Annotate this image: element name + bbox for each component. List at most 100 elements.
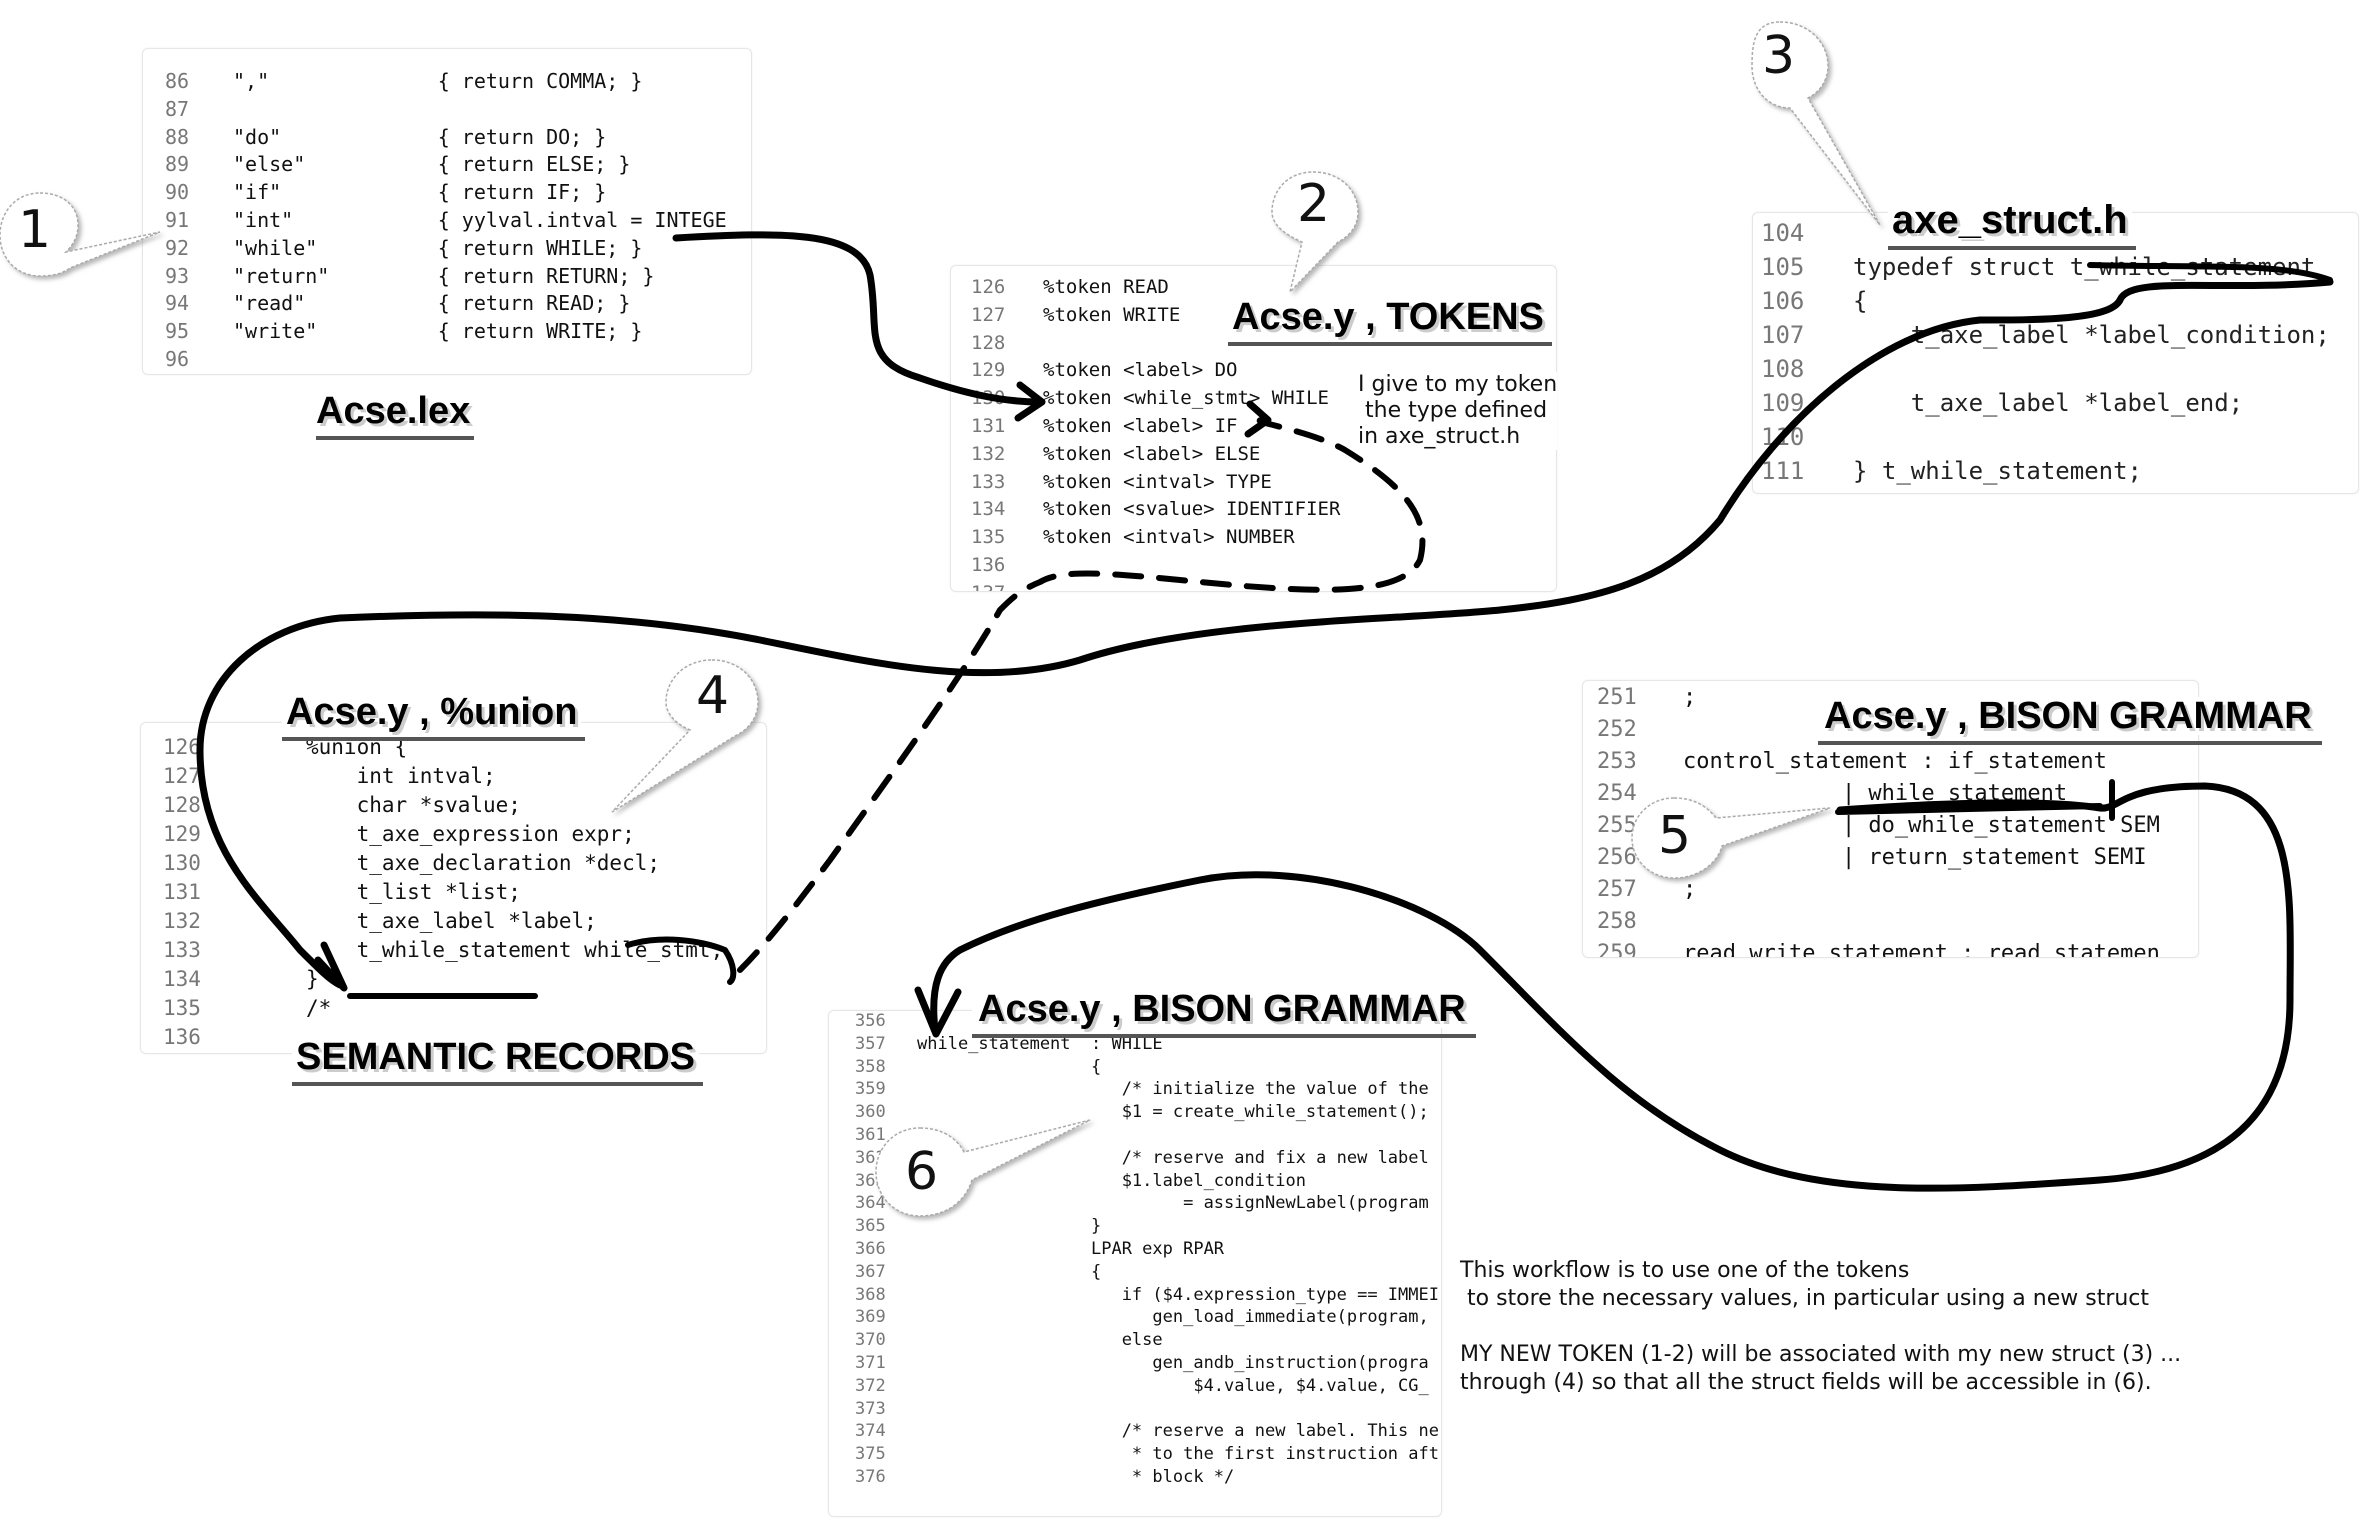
line-number: 109 [1761, 389, 1805, 417]
code-line: | return_statement SEMI [1683, 845, 2147, 870]
line-number: 126 [971, 276, 1006, 298]
code-line: } [306, 967, 319, 991]
line-number: 361 [855, 1125, 886, 1145]
line-number: 364 [855, 1193, 886, 1214]
line-number: 136 [163, 1025, 201, 1049]
callout-4 [611, 659, 759, 813]
code-line: LPAR exp RPAR [917, 1239, 1225, 1259]
line-number: 90 [165, 180, 190, 205]
code-line: %token <while_stmt> WHILE [1043, 387, 1329, 410]
line-number: 130 [163, 851, 201, 875]
code-line: /* reserve a new label. This ne [917, 1421, 1439, 1442]
line-number: 367 [855, 1261, 886, 1282]
code-line: "do" { return DO; } [233, 124, 607, 149]
line-number: 111 [1761, 457, 1805, 485]
code-line: t_axe_declaration *decl; [306, 851, 661, 875]
line-number: 105 [1761, 253, 1805, 281]
line-number: 372 [855, 1375, 886, 1396]
line-number: 128 [971, 331, 1006, 354]
line-number: 133 [971, 470, 1006, 493]
line-number: 88 [165, 124, 190, 149]
line-number: 369 [855, 1307, 886, 1328]
code-line: "if" { return IF; } [233, 180, 607, 205]
line-number: 95 [165, 319, 190, 344]
semantic-records-title: SEMANTIC RECORDS [292, 1038, 704, 1086]
line-number: 255 [1597, 813, 1637, 838]
line-number: 94 [165, 291, 190, 316]
code-line: /* reserve and fix a new label [917, 1147, 1429, 1168]
code-line: read_write_statement : read_statemen [1683, 941, 2160, 958]
line-number: 254 [1597, 781, 1637, 806]
code-line: t_axe_label *label; [306, 909, 597, 933]
line-number: 129 [163, 822, 201, 846]
line-number: 129 [971, 359, 1006, 382]
line-number: 360 [855, 1102, 886, 1123]
line-number: 136 [971, 554, 1006, 576]
lex-title: Acse.lex [316, 390, 475, 440]
code-line: %token <intval> TYPE [1043, 470, 1272, 493]
code-line: %token READ [1043, 276, 1169, 298]
line-number: 256 [1597, 845, 1637, 870]
code-line: int intval; [306, 764, 496, 788]
code-line: %token WRITE [1043, 303, 1181, 326]
callout-number-1: 1 [18, 200, 52, 260]
code-line: gen_load_immediate(program, [917, 1307, 1429, 1328]
code-line: * to the first instruction aft [917, 1444, 1439, 1465]
union-title: Acse.y , %union [282, 693, 586, 741]
dashed-loop-tokens [737, 417, 1426, 973]
line-number: 137 [971, 582, 1005, 591]
code-line: /* [306, 996, 332, 1020]
bracket-while-stmt [625, 936, 737, 985]
line-number: 89 [165, 152, 190, 177]
token-type-note: I give to my token the type defined in a… [1358, 372, 1558, 450]
line-number: 107 [1761, 321, 1805, 349]
line-number: 106 [1761, 287, 1805, 315]
line-number: 371 [855, 1353, 886, 1373]
line-number: 132 [971, 442, 1006, 465]
line-number: 251 [1597, 685, 1637, 710]
code-line: { [917, 1261, 1102, 1282]
line-number: 135 [971, 526, 1006, 549]
line-number: 376 [855, 1467, 886, 1487]
line-number: 258 [1597, 909, 1637, 934]
code-line: %token <svalue> IDENTIFIER [1043, 498, 1341, 521]
line-number: 358 [855, 1056, 886, 1077]
code-line: } t_while_statement; [1853, 457, 2142, 485]
code-line: if ($4.expression_type == IMMEI [917, 1284, 1439, 1305]
code-line: "read" { return READ; } [233, 291, 631, 316]
line-number: 134 [971, 498, 1006, 521]
code-line: "int" { yylval.intval = INTEGE [233, 208, 727, 232]
line-number: 356 [855, 1011, 886, 1031]
code-line: %token <label> ELSE [1043, 442, 1261, 465]
callout-2 [1271, 171, 1359, 295]
underline-struct-typedef [2087, 262, 2333, 283]
callout-number-4: 4 [696, 666, 730, 726]
code-line: } [917, 1216, 1102, 1237]
line-number: 96 [165, 347, 190, 371]
line-number: 370 [855, 1330, 886, 1351]
line-number: 257 [1597, 877, 1637, 902]
code-line: /* initialize the value of the [917, 1079, 1429, 1100]
code-line: %token <label> DO [1043, 359, 1238, 382]
line-number: 131 [163, 880, 201, 904]
callout-3 [1751, 21, 1881, 226]
line-number: 127 [971, 303, 1006, 326]
workflow-note: This workflow is to use one of the token… [1460, 1258, 2182, 1395]
line-number: 135 [163, 996, 201, 1020]
arrowhead-loop [1244, 400, 1272, 438]
code-line: gen_andb_instruction(progra [917, 1353, 1429, 1373]
tokens-title: Acse.y , TOKENS [1228, 298, 1552, 346]
line-number: 91 [165, 208, 190, 232]
code-line: %token <intval> NUMBER [1043, 526, 1295, 549]
code-line: | do_while_statement SEM [1683, 813, 2160, 838]
code-line: while_statement : WHILE [917, 1033, 1163, 1054]
code-line: char *svalue; [306, 793, 521, 817]
line-number: 108 [1761, 355, 1805, 383]
arrowhead-tokens [1014, 381, 1046, 422]
callout-number-2: 2 [1297, 174, 1331, 234]
code-line: $1.label_condition [917, 1170, 1306, 1191]
